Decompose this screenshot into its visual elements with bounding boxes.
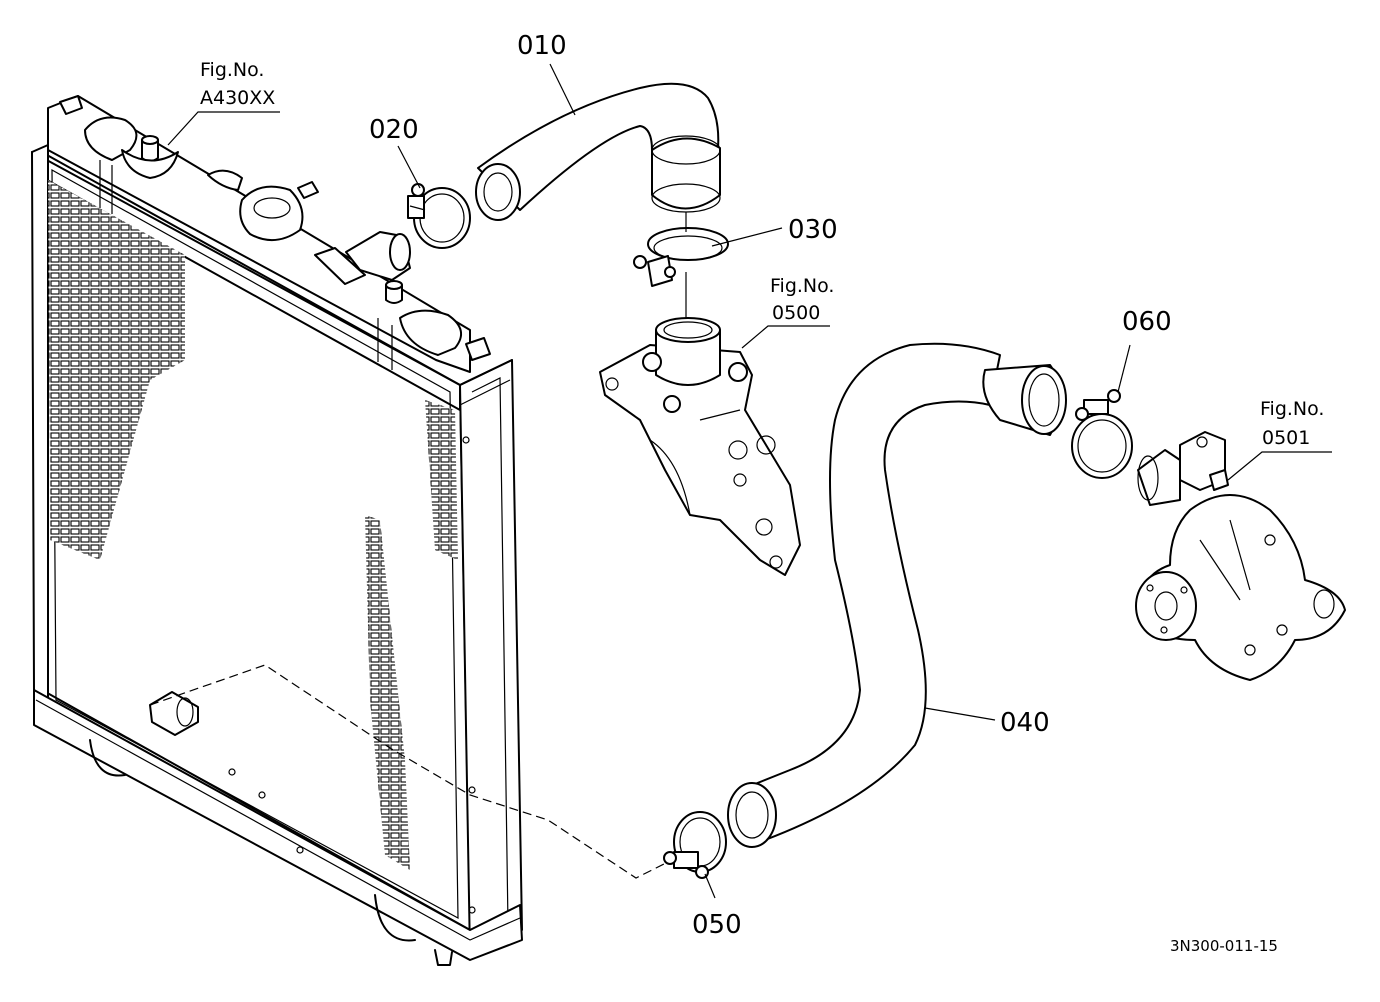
drawing-code: 3N300-011-15	[1170, 937, 1278, 955]
radiator-assembly	[31, 95, 523, 966]
leader-ref-pump	[1227, 451, 1332, 481]
leader-060	[1117, 344, 1131, 393]
guide-line-lower	[149, 664, 669, 879]
leader-020	[397, 145, 421, 189]
callout-060: 060	[1122, 307, 1172, 337]
lower-hose	[727, 342, 1067, 848]
callout-010: 010	[517, 31, 567, 61]
ref-thermostat-number: 0500	[772, 302, 820, 324]
callout-050: 050	[692, 910, 742, 940]
callout-020: 020	[369, 115, 419, 145]
callout-040: 040	[1000, 708, 1050, 738]
callout-030: 030	[788, 215, 838, 245]
leader-ref-radiator	[167, 111, 280, 146]
water-pump	[1135, 431, 1346, 681]
leader-030	[711, 227, 783, 247]
hose-clamp-lower	[663, 811, 727, 879]
ref-thermostat-label: Fig.No.	[770, 275, 834, 297]
hose-clamp-thermostat	[633, 227, 729, 287]
ref-pump-number: 0501	[1262, 427, 1310, 449]
ref-radiator-number: A430XX	[200, 87, 275, 109]
hose-clamp-pump	[1071, 389, 1133, 479]
ref-radiator-label: Fig.No.	[200, 59, 264, 81]
hose-clamp-upper	[407, 183, 471, 249]
ref-pump-label: Fig.No.	[1260, 398, 1324, 420]
leader-040	[924, 707, 996, 721]
leader-ref-thermostat	[741, 325, 830, 349]
thermostat-housing	[599, 317, 801, 576]
leader-010	[549, 63, 576, 116]
leader-050	[704, 873, 716, 899]
upper-hose	[475, 82, 721, 221]
